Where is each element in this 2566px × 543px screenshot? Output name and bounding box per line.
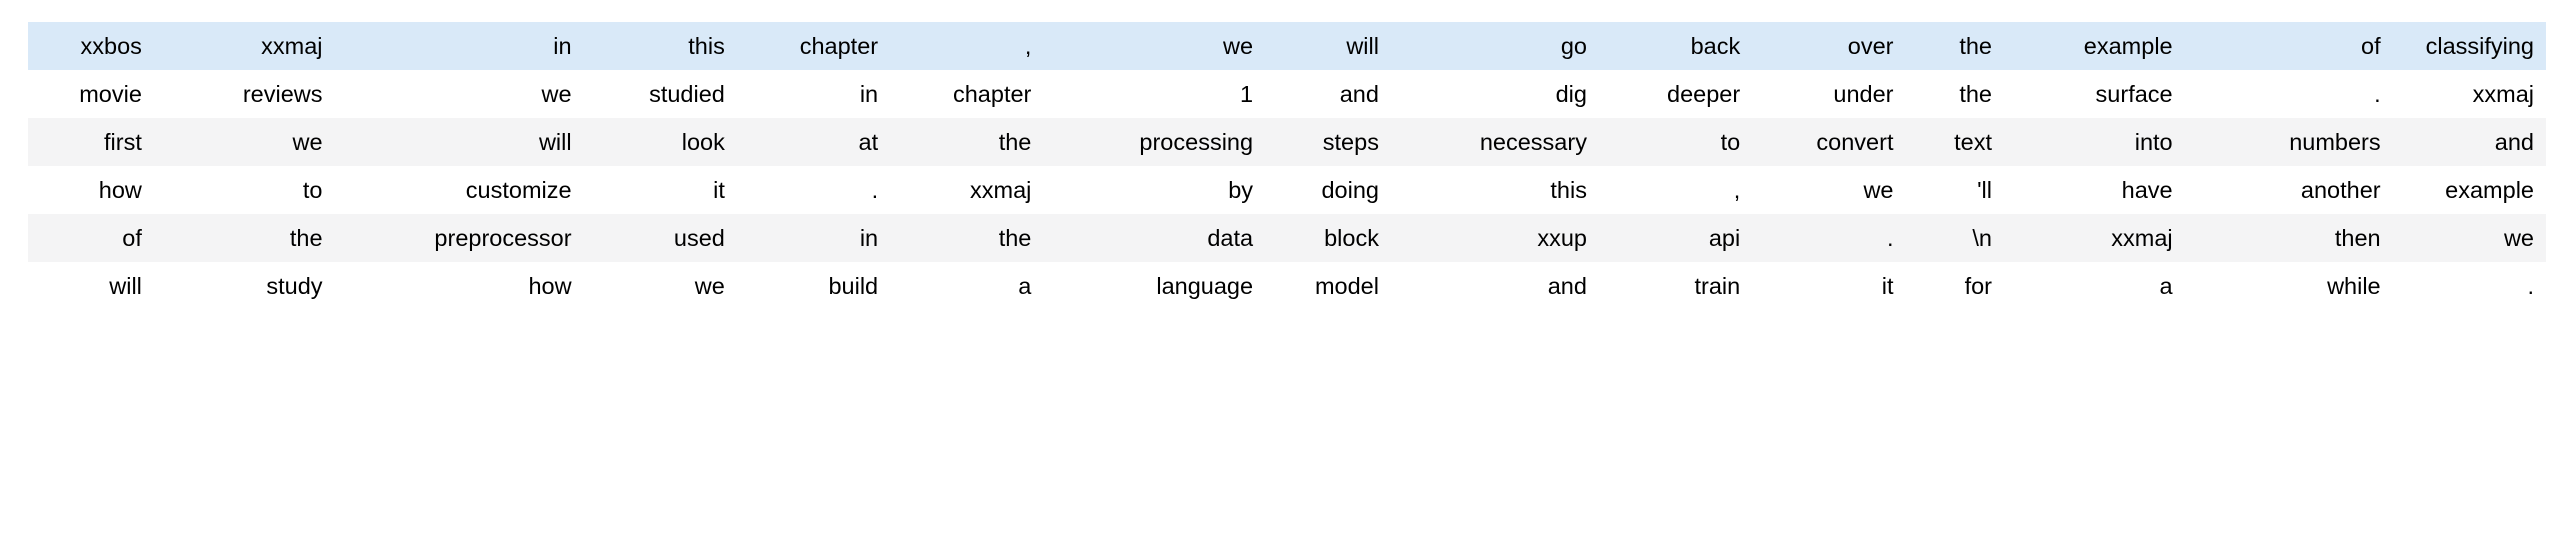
table-row: will study how we build a language model… [28, 262, 2546, 310]
token-cell: at [858, 129, 879, 155]
token-cell: the [289, 225, 323, 251]
token-cell: example [2445, 177, 2534, 203]
token-cell: the [1959, 81, 1992, 107]
tokenized-text-table: xxbos xxmaj in this chapter , we will go… [28, 22, 2546, 310]
token-table-body: xxbos xxmaj in this chapter , we will go… [28, 22, 2546, 310]
token-cell: , [1733, 177, 1741, 203]
token-cell: how [98, 177, 142, 203]
token-cell: in [553, 33, 572, 59]
token-cell: to [1720, 129, 1741, 155]
token-cell: by [1228, 177, 1254, 203]
token-cell: xxbos [80, 33, 142, 59]
table-row: movie reviews we studied in chapter 1 an… [28, 70, 2546, 118]
token-cell: xxmaj [261, 33, 323, 59]
token-cell: of [2361, 33, 2381, 59]
token-cell: to [302, 177, 323, 203]
token-cell: we [694, 273, 725, 299]
token-cell: steps [1322, 129, 1379, 155]
token-cell: , [1024, 33, 1032, 59]
token-cell: then [2334, 225, 2381, 251]
token-cell: we [1223, 33, 1254, 59]
token-cell: first [104, 129, 142, 155]
token-cell: . [2527, 273, 2534, 299]
token-cell: will [1346, 33, 1379, 59]
token-cell: the [1959, 33, 1992, 59]
token-cell: doing [1321, 177, 1379, 203]
token-cell: convert [1816, 129, 1894, 155]
token-cell: and [1339, 81, 1379, 107]
token-cell: it [713, 177, 725, 203]
token-cell: the [998, 225, 1032, 251]
token-cell: xxmaj [2111, 225, 2173, 251]
token-cell: preprocessor [434, 225, 572, 251]
token-cell: example [2083, 33, 2173, 59]
token-cell: we [292, 129, 323, 155]
token-cell: train [1694, 273, 1741, 299]
table-row: how to customize it . xxmaj by doing thi… [28, 166, 2546, 214]
token-cell: necessary [1479, 129, 1587, 155]
token-cell: . [2374, 81, 2381, 107]
token-cell: . [1886, 225, 1894, 251]
token-cell: block [1324, 225, 1379, 251]
token-cell: xxmaj [2472, 81, 2534, 107]
token-cell: it [1881, 273, 1894, 299]
token-cell: of [122, 225, 142, 251]
token-cell: back [1690, 33, 1741, 59]
token-cell: into [2134, 129, 2173, 155]
token-cell: another [2300, 177, 2381, 203]
token-cell: chapter [952, 81, 1032, 107]
token-cell: and [1547, 273, 1587, 299]
table-row: first we will look at the processing ste… [28, 118, 2546, 166]
token-cell: we [541, 81, 572, 107]
token-cell: used [673, 225, 725, 251]
token-cell: deeper [1667, 81, 1741, 107]
token-cell: numbers [2289, 129, 2381, 155]
token-cell: data [1207, 225, 1254, 251]
token-cell: surface [2095, 81, 2173, 107]
token-cell: studied [649, 81, 725, 107]
token-cell: movie [79, 81, 142, 107]
token-cell: api [1708, 225, 1741, 251]
token-cell: will [109, 273, 142, 299]
table-row: xxbos xxmaj in this chapter , we will go… [28, 22, 2546, 70]
token-cell: how [528, 273, 572, 299]
token-cell: a [1018, 273, 1032, 299]
token-cell: look [681, 129, 725, 155]
token-cell: this [1550, 177, 1587, 203]
token-cell: xxup [1537, 225, 1587, 251]
token-cell: go [1560, 33, 1587, 59]
token-cell: dig [1555, 81, 1587, 107]
token-cell: \n [1972, 225, 1992, 251]
token-cell: study [266, 273, 323, 299]
token-cell: in [859, 225, 879, 251]
token-cell: 'll [1977, 177, 1992, 203]
token-cell: language [1156, 273, 1254, 299]
token-cell: classifying [2425, 33, 2534, 59]
token-cell: have [2121, 177, 2173, 203]
token-cell: for [1964, 273, 1992, 299]
token-cell: this [688, 33, 725, 59]
token-cell: and [2494, 129, 2534, 155]
token-cell: will [538, 129, 572, 155]
token-cell: the [998, 129, 1032, 155]
token-cell: under [1833, 81, 1894, 107]
token-cell: while [2327, 273, 2381, 299]
token-cell: we [1863, 177, 1894, 203]
token-cell: reviews [242, 81, 323, 107]
table-row: of the preprocessor used in the data blo… [28, 214, 2546, 262]
token-cell: . [871, 177, 879, 203]
token-cell: chapter [799, 33, 879, 59]
token-cell: build [828, 273, 879, 299]
token-cell: xxmaj [970, 177, 1032, 203]
token-cell: we [2503, 225, 2534, 251]
token-cell: model [1314, 273, 1379, 299]
token-cell: customize [465, 177, 572, 203]
token-cell: over [1847, 33, 1894, 59]
token-cell: 1 [1239, 81, 1254, 107]
token-cell: text [1954, 129, 1992, 155]
token-cell: processing [1139, 129, 1254, 155]
token-cell: a [2159, 273, 2173, 299]
token-cell: in [859, 81, 879, 107]
